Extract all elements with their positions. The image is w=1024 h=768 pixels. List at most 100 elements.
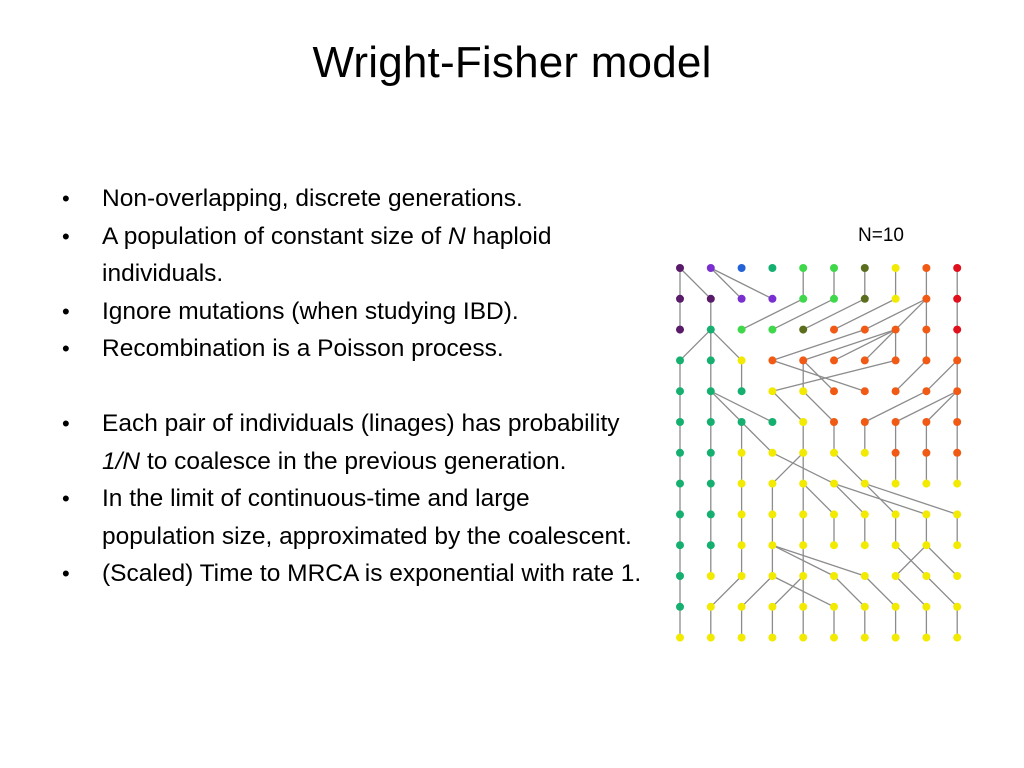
bullet-item: •Each pair of individuals (linages) has … [58,405,648,480]
lineage-link [710,267,743,300]
individual-node [768,356,777,365]
individual-node [676,356,684,365]
individual-node [860,418,869,426]
bullet-list: • Non-overlapping, discrete generations. •… [58,180,648,593]
individual-node [922,479,931,488]
individual-node [953,418,962,426]
individual-node [922,633,931,642]
individual-node [860,387,869,396]
bullet-item: •In the limit of continuous-time and lar… [58,480,648,555]
individual-node [891,510,900,519]
individual-node [737,479,746,488]
lineage-link [802,483,835,515]
individual-node [830,387,838,396]
individual-node [953,633,962,642]
individual-node [830,633,838,642]
individual-node [830,572,838,580]
lineage-link [895,544,927,577]
individual-node [768,479,777,488]
individual-node [860,572,869,580]
individual-node [768,387,777,396]
individual-node [799,479,808,488]
bullet-italic-text: 1/N [102,447,141,475]
bullet-italic-text: N [447,222,466,250]
lineage-link [772,544,866,577]
individual-node [768,418,777,426]
lineage-link [710,390,773,423]
individual-node [706,418,715,426]
individual-node [830,325,838,334]
individual-node [737,264,746,272]
individual-node [768,572,777,580]
lineage-link [679,329,712,361]
slide-title: Wright-Fisher model [312,38,712,87]
bullet-text: Each pair of individuals (linages) has p… [102,410,620,437]
individual-node [676,387,684,396]
individual-node [891,418,900,426]
individual-node [768,294,777,303]
individual-node [799,448,808,457]
lineage-link [772,328,866,362]
individual-node [953,448,962,457]
individual-node [922,294,931,303]
bullet-item: •Ignore mutations (when studying IBD). [58,293,648,331]
individual-node [799,541,808,550]
lineage-link [895,298,927,331]
individual-node [676,448,684,457]
individual-node [953,356,962,365]
individual-node [676,325,684,334]
individual-node [891,264,900,272]
lineage-link [925,575,958,608]
individual-node [768,602,777,611]
individual-node [768,541,777,550]
bullet-text: In the limit of continuous-time and larg… [102,485,632,550]
lineage-link [833,483,866,515]
individual-node [799,602,808,611]
individual-node [706,325,715,334]
lineage-link [772,359,896,392]
bullet-text: Ignore mutations (when studying IBD). [102,297,519,325]
individual-node [860,633,869,642]
individual-node [891,572,900,580]
lineage-link [802,390,835,423]
individual-node [676,418,684,426]
individual-node [891,633,900,642]
individual-node [830,479,838,488]
lineage-link [771,575,804,608]
individual-node [799,418,808,426]
lineage-link [895,575,927,608]
bullet-item: • (Scaled) Time to MRCA is exponential wi… [58,555,648,593]
individual-node [799,572,808,580]
individual-node [891,602,900,611]
bullet-text: to coalesce in the previous generation. [140,447,567,475]
lineage-link [772,298,835,331]
individual-node [706,356,715,365]
individual-node [891,541,900,550]
lineage-link [710,390,743,423]
individual-node [922,541,931,550]
individual-node [830,418,838,426]
lineage-link [802,298,866,331]
individual-node [768,510,777,519]
lineage-link [771,390,804,423]
lineage-link [833,329,896,361]
individual-node [676,572,684,580]
lineage-link [864,329,897,361]
individual-node [768,264,777,272]
individual-node [768,325,777,334]
individual-node [676,510,684,519]
bullet-item: •A population of constant size of N hapl… [58,218,648,293]
individual-node [706,479,715,488]
individual-node [830,356,838,365]
lineage-link [895,390,958,423]
individual-node [676,479,684,488]
bullet-marker: • [62,561,70,586]
individual-node [860,602,869,611]
lineage-link [864,482,958,516]
lineage-link [833,482,927,516]
bullet-text: Non-overlapping, discrete generations. [102,185,523,212]
bullet-text: (Scaled) Time to MRCA is exponential wit… [102,560,642,587]
individual-node [799,387,808,396]
lineage-links [679,267,958,638]
individual-node [860,356,869,365]
